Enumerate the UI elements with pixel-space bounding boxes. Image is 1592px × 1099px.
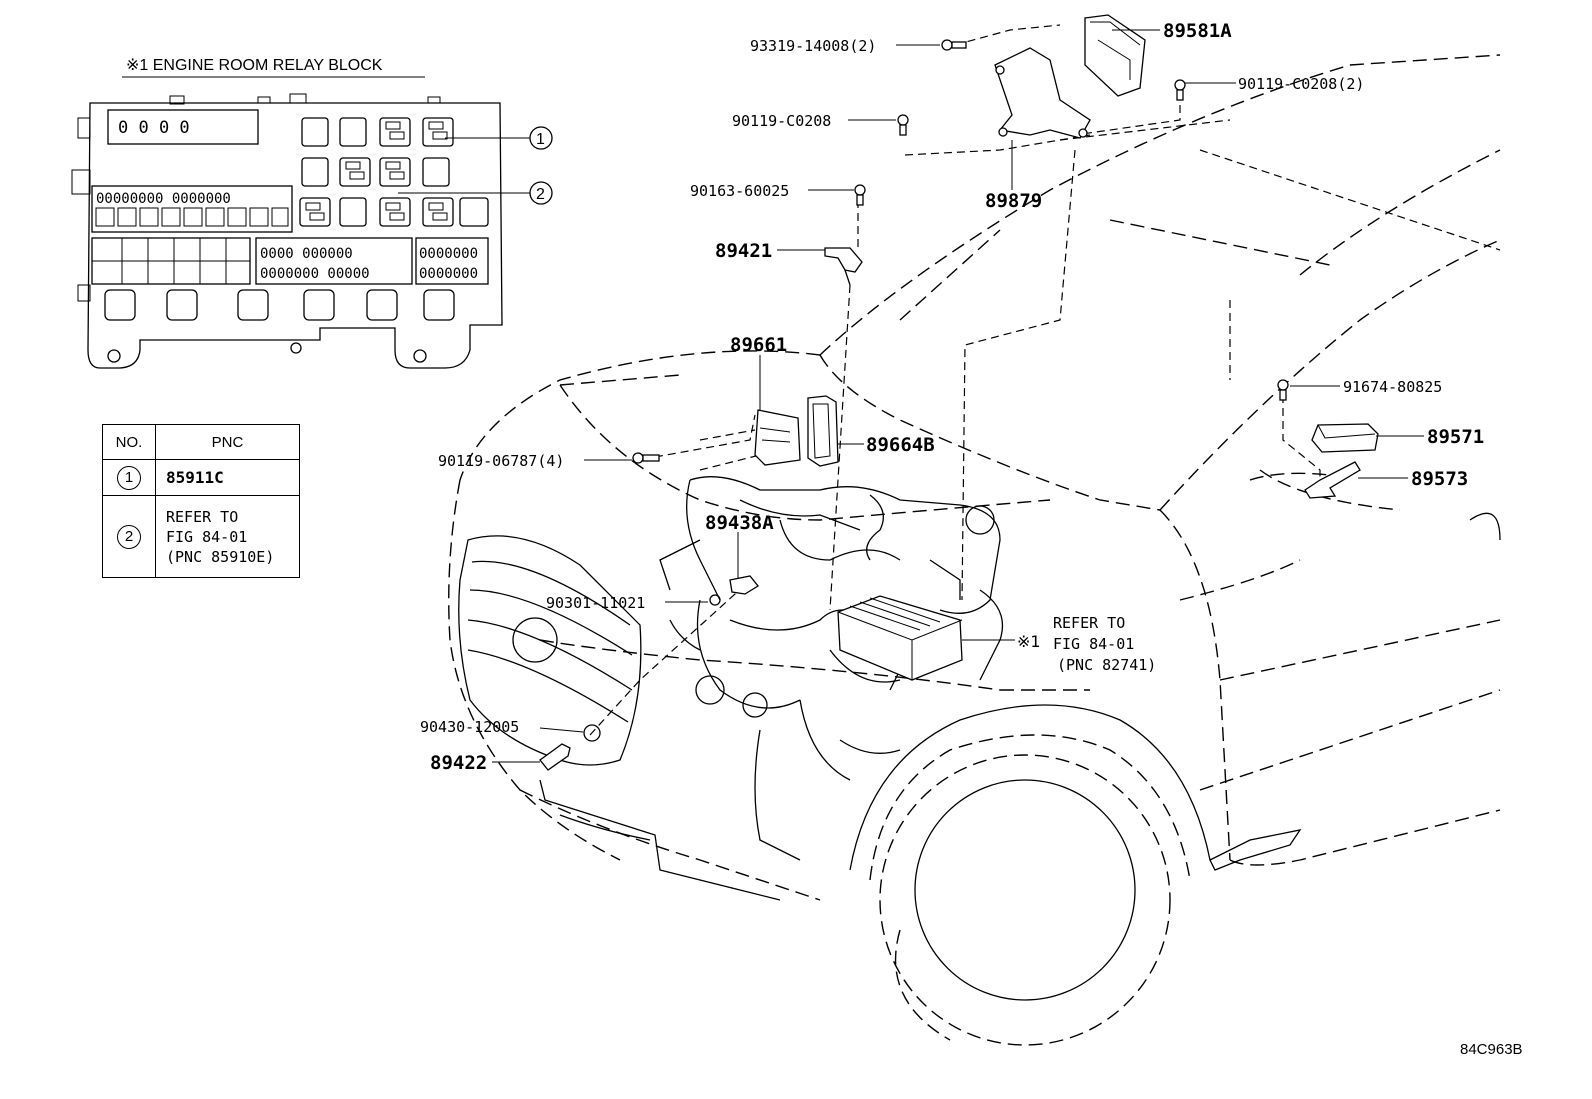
pnc-table: NO. PNC 1 85911C 2 REFER TO FIG 84-01 (P… (102, 424, 300, 578)
label-90119-c0208: 90119-C0208 (732, 112, 831, 130)
label-89571: 89571 (1427, 426, 1484, 448)
table-header-row: NO. PNC (102, 424, 300, 460)
label-89661: 89661 (730, 334, 787, 356)
refer-line-3: (PNC 82741) (1057, 656, 1156, 674)
callout-2: 2 (536, 186, 545, 203)
header-pnc: PNC (155, 424, 300, 460)
vehicle-outline (448, 54, 1501, 1046)
label-90301-11021: 90301-11021 (546, 594, 645, 612)
figure-id: 84C963B (1460, 1041, 1523, 1058)
label-89421: 89421 (715, 240, 772, 262)
fuse-row-2: 0000000 00000 (260, 266, 370, 282)
label-89422: 89422 (430, 752, 487, 774)
label-89879: 89879 (985, 190, 1042, 212)
engine-sketch (659, 476, 1004, 861)
parts-icons (539, 14, 1379, 771)
refer-line-2: FIG 84-01 (1053, 635, 1134, 653)
refer-line-1: REFER TO (1053, 614, 1125, 632)
table-row: 2 REFER TO FIG 84-01 (PNC 85910E) (102, 495, 300, 578)
label-90119-06787: 90119-06787(4) (438, 452, 564, 470)
label-89581A: 89581A (1163, 20, 1232, 42)
row-pnc: REFER TO FIG 84-01 (PNC 85910E) (155, 495, 300, 578)
fuse-row-4a: 0000000 (419, 246, 478, 262)
refer-note: ※1 REFER TO FIG 84-01 (PNC 82741) (1017, 614, 1156, 674)
label-93319-14008: 93319-14008(2) (750, 37, 876, 55)
leader-lines (589, 24, 1321, 736)
label-90119-c0208-2: 90119-C0208(2) (1238, 75, 1364, 93)
fuse-row-1: 00000000 0000000 (96, 191, 231, 207)
fuse-row-4b: 0000000 (419, 266, 478, 282)
row-number: 2 (117, 524, 141, 549)
label-89438A: 89438A (705, 512, 774, 534)
fuse-row-3: 0000 000000 (260, 246, 353, 262)
relay-squares (299, 117, 489, 227)
relay-block-inset: ※1 ENGINE ROOM RELAY BLOCK 0 0 0 0 (71, 57, 553, 369)
label-91674-80825: 91674-80825 (1343, 378, 1442, 396)
part-labels: 93319-14008(2) 89581A 90119-C0208(2) 901… (420, 20, 1484, 774)
row-number: 1 (117, 465, 141, 490)
label-90430-12005: 90430-12005 (420, 718, 519, 736)
header-no: NO. (102, 424, 156, 460)
label-89664B: 89664B (866, 434, 935, 456)
label-89573: 89573 (1411, 468, 1468, 490)
label-90163-60025: 90163-60025 (690, 182, 789, 200)
table-row: 1 85911C (102, 459, 300, 496)
relay-display-digits: 0 0 0 0 (118, 118, 190, 138)
relay-block-in-bay (837, 595, 1015, 681)
relay-block-title: ※1 ENGINE ROOM RELAY BLOCK (126, 57, 383, 74)
callout-1: 1 (536, 131, 545, 148)
refer-mark: ※1 (1017, 632, 1041, 651)
row-pnc: 85911C (155, 459, 300, 496)
